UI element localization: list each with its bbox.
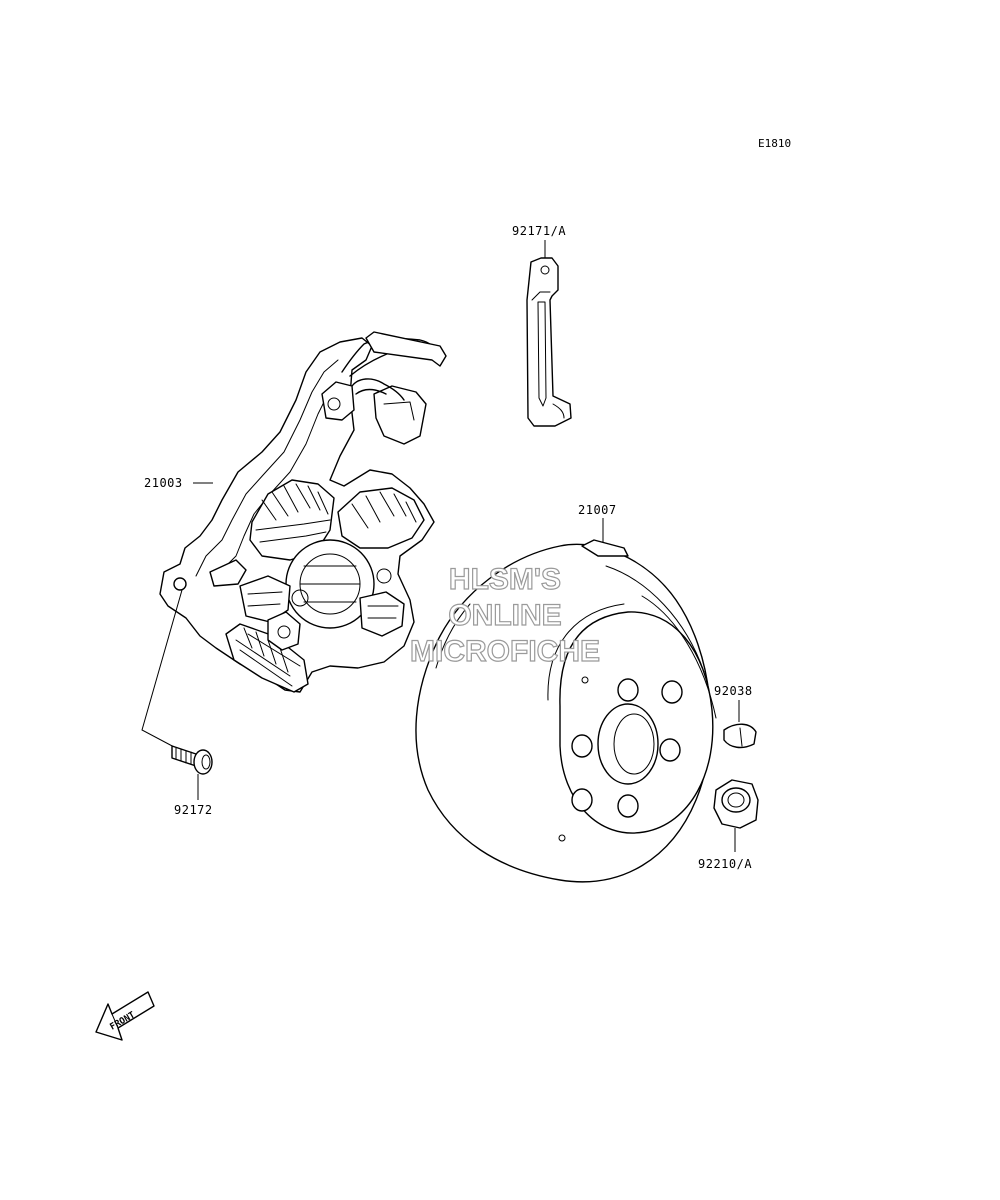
screw-drawing	[171, 745, 213, 800]
flywheel-drawing	[415, 518, 717, 883]
part-label-21007[interactable]: 21007	[578, 503, 617, 517]
part-label-21003[interactable]: 21003	[144, 476, 183, 490]
clamp-drawing	[526, 240, 572, 427]
diagram-code: E1810	[758, 137, 792, 150]
key-drawing	[723, 700, 757, 749]
stator-drawing	[159, 331, 447, 693]
part-label-92210a[interactable]: 92210/A	[698, 857, 753, 871]
part-label-92038[interactable]: 92038	[714, 684, 753, 698]
part-label-92172[interactable]: 92172	[174, 803, 213, 817]
part-label-92171a[interactable]: 92171/A	[512, 224, 567, 238]
front-arrow: FRONT	[95, 991, 155, 1041]
nut-drawing	[713, 779, 759, 852]
